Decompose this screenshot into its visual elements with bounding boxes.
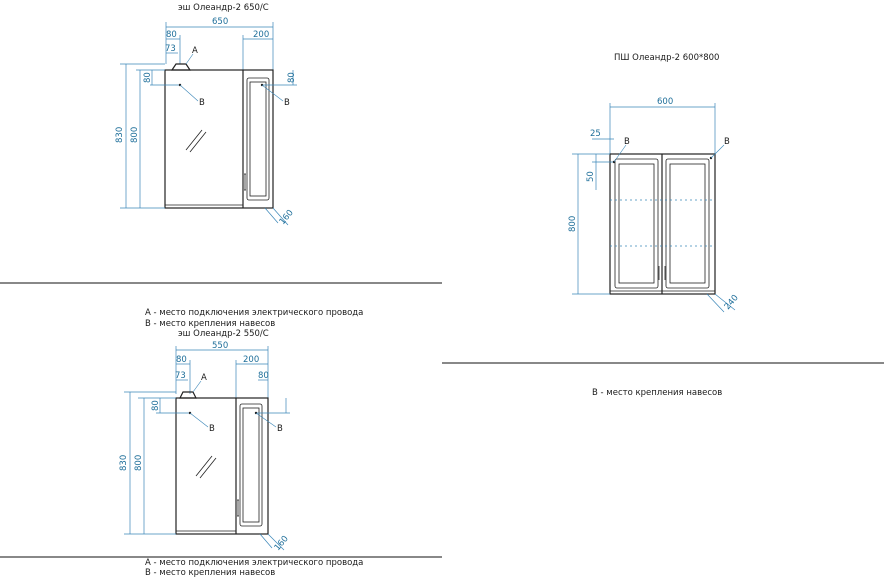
drawing-mirror-cabinet-550: эш Олеандр-2 550/С 550 80 200 73 80 А 83… xyxy=(119,329,291,553)
mark-a: А xyxy=(192,46,198,56)
cabinet-body xyxy=(164,69,274,209)
dim-80-left: 80 xyxy=(151,400,161,411)
legend-a-2: А - место подключения электрического про… xyxy=(145,558,363,568)
mark-b-right: В xyxy=(724,137,730,147)
dim-depth-160: 160 xyxy=(273,534,291,553)
dim-80: 80 xyxy=(176,355,187,365)
drawing-wall-cabinet-600x800: ПШ Олеандр-2 600*800 600 25 800 50 В В xyxy=(568,53,741,313)
dim-height-830: 830 xyxy=(115,127,125,143)
dim-depth-160: 160 xyxy=(278,208,296,227)
dim-width: 650 xyxy=(212,17,228,27)
dim-80-top-right: 80 xyxy=(258,371,269,381)
dim-25: 25 xyxy=(590,129,601,139)
legend-b-3: В - место крепления навесов xyxy=(592,388,722,398)
drawing-mirror-cabinet-650: эш Олеандр-2 650/С 650 80 200 73 А xyxy=(115,3,297,227)
legend-a-1: А - место подключения электрического про… xyxy=(145,308,363,318)
cabinet-body xyxy=(175,397,269,535)
dim-height-800: 800 xyxy=(134,455,144,471)
mark-b-left: В xyxy=(199,98,205,108)
mark-b-right: В xyxy=(284,98,290,108)
dim-50: 50 xyxy=(586,171,596,182)
dim-height-800: 800 xyxy=(130,127,140,143)
dim-200: 200 xyxy=(253,30,269,40)
drawing-title: ПШ Олеандр-2 600*800 xyxy=(614,53,719,63)
dim-height-830: 830 xyxy=(119,455,129,471)
legend-b-2: В - место крепления навесов xyxy=(145,568,275,577)
mark-b-left: В xyxy=(624,137,630,147)
dim-depth-240: 240 xyxy=(723,293,741,312)
mark-b-right: В xyxy=(277,424,283,434)
lamp-shape xyxy=(170,63,192,71)
drawing-title: эш Олеандр-2 650/С xyxy=(178,3,269,13)
right-door-frame xyxy=(665,158,710,289)
dim-80-right: 80 xyxy=(287,72,297,83)
dim-200: 200 xyxy=(243,355,259,365)
dim-80: 80 xyxy=(166,30,177,40)
mark-b-left: В xyxy=(209,424,215,434)
dim-width: 600 xyxy=(657,97,673,107)
dim-height-800: 800 xyxy=(568,216,578,232)
drawing-title: эш Олеандр-2 550/С xyxy=(178,329,269,339)
left-door-frame xyxy=(614,158,659,289)
dim-73: 73 xyxy=(165,44,176,54)
dim-73: 73 xyxy=(175,371,186,381)
legend-b-1: В - место крепления навесов xyxy=(145,319,275,329)
dim-width: 550 xyxy=(212,341,228,351)
mark-a: А xyxy=(201,373,207,383)
dim-80-left: 80 xyxy=(143,72,153,83)
lamp-shape xyxy=(179,391,197,399)
